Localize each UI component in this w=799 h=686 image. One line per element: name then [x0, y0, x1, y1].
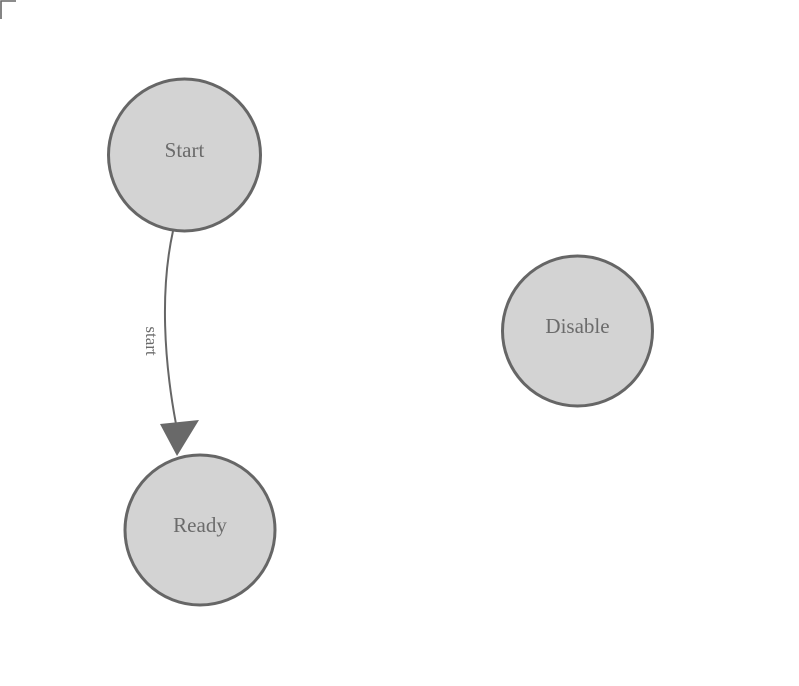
node-disable-circle — [501, 254, 654, 408]
canvas-corner-bracket-icon — [0, 0, 16, 19]
node-ready-circle — [123, 453, 277, 607]
arrowhead-icon — [160, 420, 199, 456]
node-ready[interactable]: Ready — [123, 453, 277, 607]
node-start-circle — [107, 77, 262, 233]
node-disable-label: Disable — [545, 314, 609, 338]
edge-path-start-to-ready — [163, 230, 177, 425]
edge-start-to-ready[interactable]: start — [142, 230, 199, 456]
node-start-label: Start — [165, 138, 205, 162]
node-disable[interactable]: Disable — [501, 254, 654, 408]
node-start[interactable]: Start — [107, 77, 262, 233]
node-ready-label: Ready — [173, 513, 227, 537]
edge-label-start: start — [142, 326, 161, 356]
